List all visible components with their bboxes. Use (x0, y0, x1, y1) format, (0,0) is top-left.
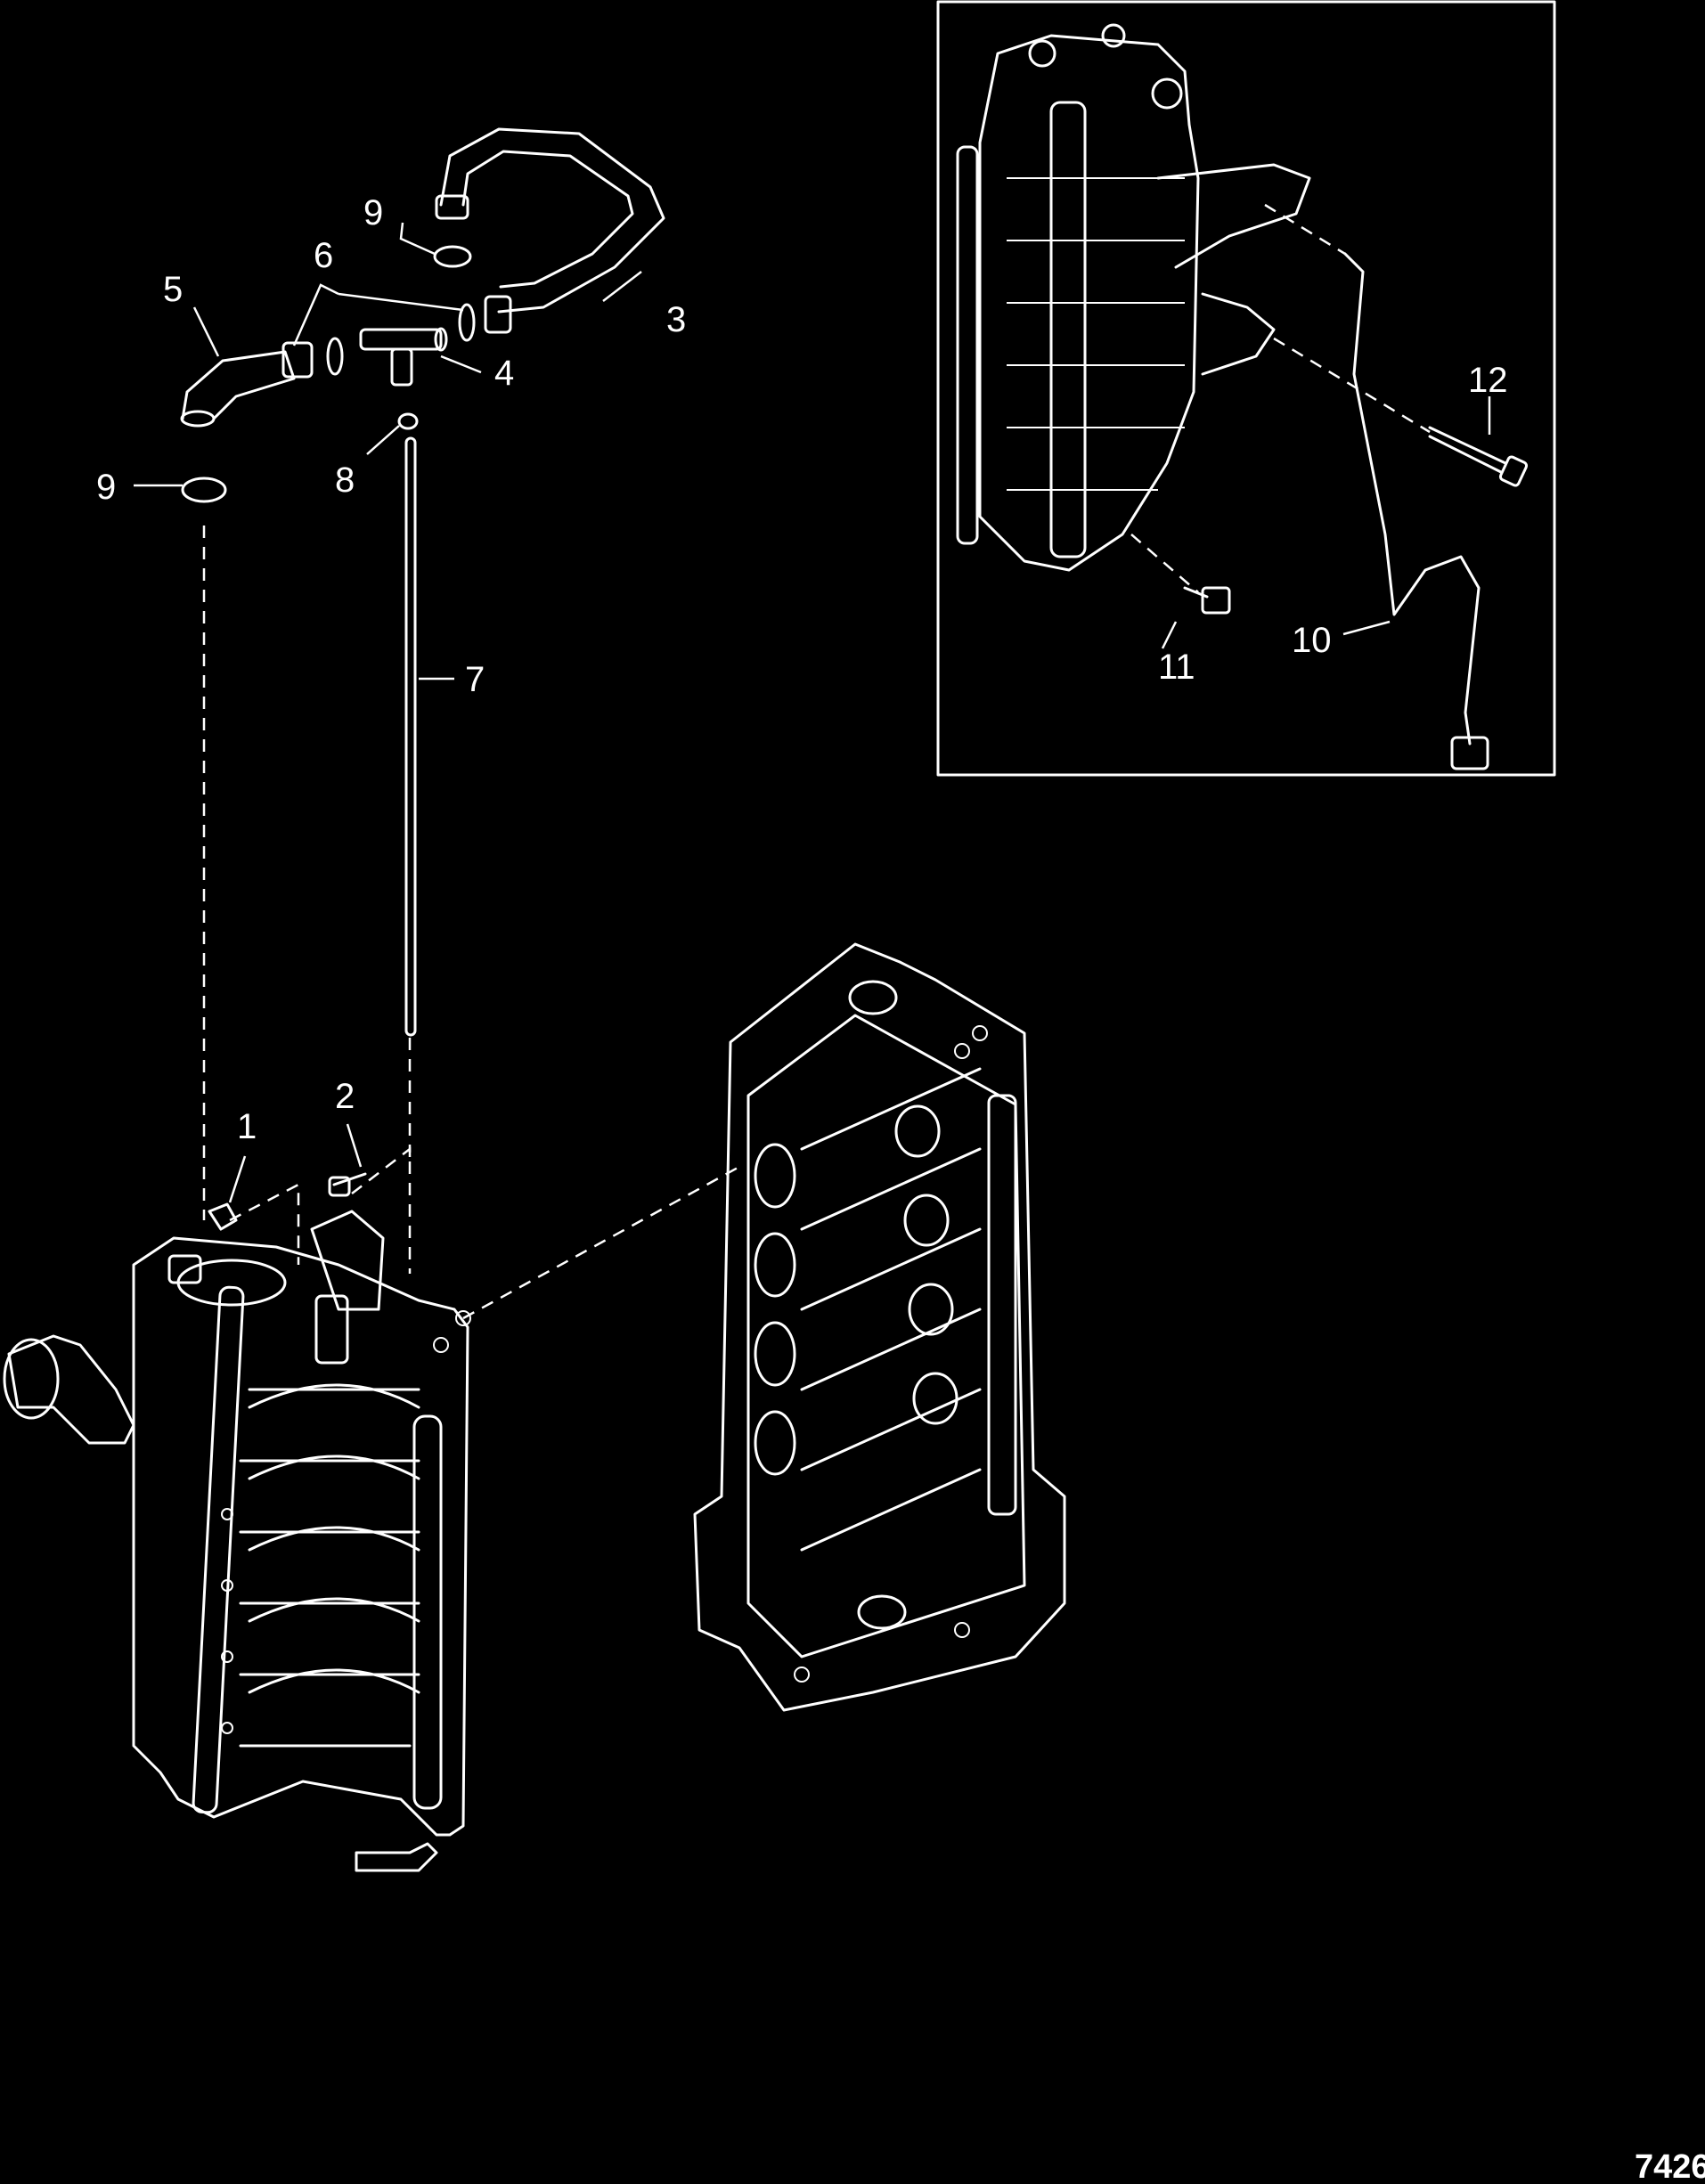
callout-labels: 1 2 3 4 5 6 7 8 9 9 10 11 12 (96, 193, 1508, 1146)
inset-frame (936, 0, 1556, 777)
callout-2: 2 (335, 1077, 355, 1116)
tee-fitting-4 (359, 327, 448, 387)
clamp-9-upper (433, 245, 472, 268)
inset-detail (936, 0, 1556, 777)
o-ring-6a (326, 337, 344, 376)
hose-10 (1343, 252, 1481, 746)
manifold-assembly (3, 526, 740, 1872)
figure-number: 7426 (1635, 2148, 1705, 2184)
bolt-12 (1428, 426, 1507, 474)
callout-4: 4 (494, 354, 514, 393)
hose-3 (439, 127, 665, 314)
hose-5 (181, 350, 296, 420)
callout-3: 3 (666, 300, 686, 339)
clamp-9-lower (181, 477, 227, 503)
callout-10: 10 (1292, 621, 1332, 660)
callout-6: 6 (314, 236, 333, 275)
plug-1 (208, 1202, 238, 1231)
bolt-11 (1183, 586, 1231, 615)
callout-9-upper: 9 (363, 193, 383, 232)
callout-8: 8 (335, 460, 355, 500)
o-ring-6b (458, 303, 476, 342)
hose-assembly (134, 127, 665, 1037)
tube-7 (404, 436, 417, 1037)
callout-9-lower: 9 (96, 468, 116, 507)
inset-manifold (956, 23, 1311, 572)
hose-10-fitting (1450, 736, 1489, 770)
callout-12: 12 (1468, 361, 1508, 400)
bolt-2 (328, 1172, 367, 1197)
callout-1: 1 (237, 1107, 257, 1146)
fitting-8 (397, 412, 419, 430)
callout-5: 5 (163, 270, 183, 309)
callout-7: 7 (465, 660, 485, 699)
cylinder-head (693, 942, 1066, 1712)
callout-11: 11 (1158, 648, 1195, 687)
